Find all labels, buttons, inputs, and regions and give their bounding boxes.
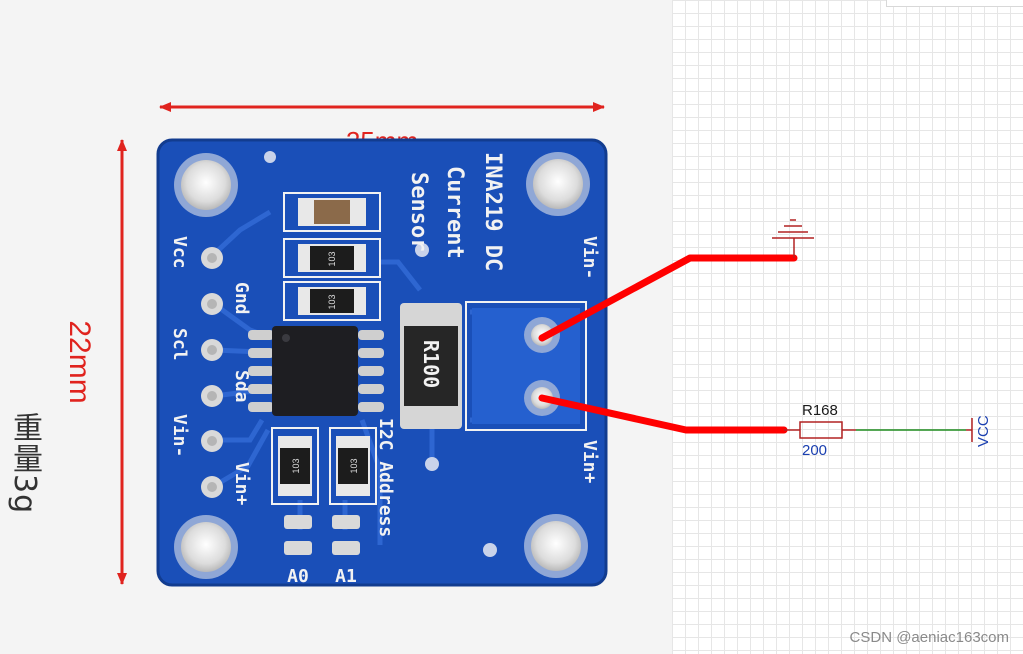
- address-pads: [284, 515, 360, 555]
- pin-label-scl: Scl: [169, 328, 190, 361]
- address-pad-a0-label: A0: [287, 566, 309, 587]
- header-pins: [201, 247, 223, 498]
- resistor-marking-1: 103: [327, 251, 337, 266]
- vcc-label: VCC: [975, 415, 992, 447]
- board-title-line-1: INA219 DC: [480, 152, 505, 271]
- i2c-address-label: I2C Address: [375, 418, 396, 537]
- smd-resistors-top: 103 103: [283, 192, 381, 321]
- pin-label-vcc: Vcc: [169, 236, 190, 269]
- resistor-marking-3: 103: [291, 458, 301, 473]
- board-title-line-3: Sensor: [406, 172, 431, 251]
- watermark: CSDN @aeniac163com: [849, 629, 1009, 646]
- pcb-body: [158, 140, 606, 585]
- smd-resistors-bottom: 103 103: [271, 427, 377, 505]
- ina219-chip: [248, 326, 384, 416]
- address-pad-a1-label: A1: [335, 566, 357, 587]
- shunt-resistor: R100: [400, 303, 462, 429]
- height-dimension-label: 22mm: [63, 320, 96, 403]
- resistor-marking-4: 103: [349, 458, 359, 473]
- vcc-symbol: [966, 418, 973, 442]
- pin-label-sda: Sda: [231, 370, 252, 403]
- pin-label-vin-plus: Vin+: [231, 462, 252, 506]
- board-title-line-2: Current: [442, 166, 467, 259]
- wire-vin-plus-to-resistor: [538, 394, 788, 434]
- schematic-resistor-r168: [784, 421, 856, 439]
- pin-label-vin-minus: Vin-: [169, 414, 190, 457]
- weight-label: 重量3g: [7, 412, 42, 515]
- ina219-pcb: Vcc Gnd Scl Sda Vin- Vin+ 103 103: [156, 138, 608, 587]
- resistor-value: 200: [802, 442, 827, 459]
- schematic-toolbar-edge: [886, 0, 1023, 7]
- pin-label-gnd: Gnd: [231, 282, 252, 315]
- ground-symbol: [772, 219, 814, 258]
- mounting-holes: [174, 152, 590, 579]
- schematic-grid-canvas: [672, 0, 1023, 654]
- resistor-marking-2: 103: [327, 294, 337, 309]
- terminal-label-vin-plus: Vin+: [579, 440, 600, 484]
- shunt-marking: R100: [419, 340, 443, 388]
- wire-vin-minus-to-ground: [538, 254, 798, 342]
- terminal-label-vin-minus: Vin-: [579, 236, 600, 279]
- resistor-reference: R168: [802, 402, 838, 419]
